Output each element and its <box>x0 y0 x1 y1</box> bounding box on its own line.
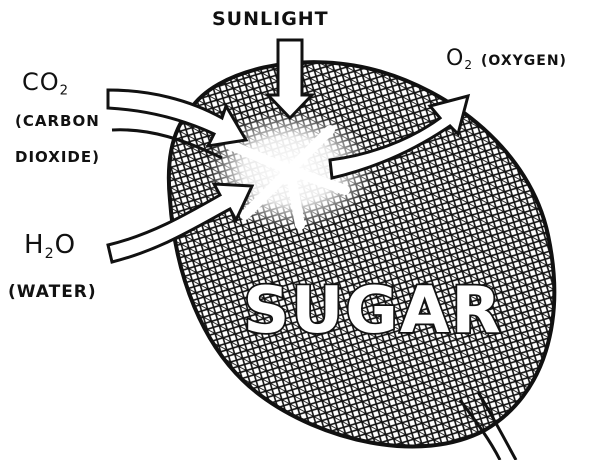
h2o-formula: H2O <box>24 232 76 261</box>
sugar-label: SUGAR <box>243 274 502 348</box>
co2-formula-sub: 2 <box>60 84 69 99</box>
o2-label: O2 (OXYGEN) <box>446 48 567 71</box>
sunlight-label: SUNLIGHT <box>212 10 329 29</box>
co2-formula: CO2 <box>22 70 69 98</box>
co2-name-line1: (CARBON <box>15 114 100 129</box>
h2o-o: O <box>55 230 76 260</box>
o2-formula-main: O <box>446 46 464 71</box>
h2o-h: H <box>24 230 45 260</box>
co2-name-line2: DIOXIDE) <box>15 150 100 165</box>
h2o-sub: 2 <box>45 246 55 262</box>
o2-name: (OXYGEN) <box>481 53 567 69</box>
co2-formula-main: CO <box>22 68 60 96</box>
o2-formula-sub: 2 <box>464 58 473 72</box>
h2o-name: (WATER) <box>8 284 97 301</box>
